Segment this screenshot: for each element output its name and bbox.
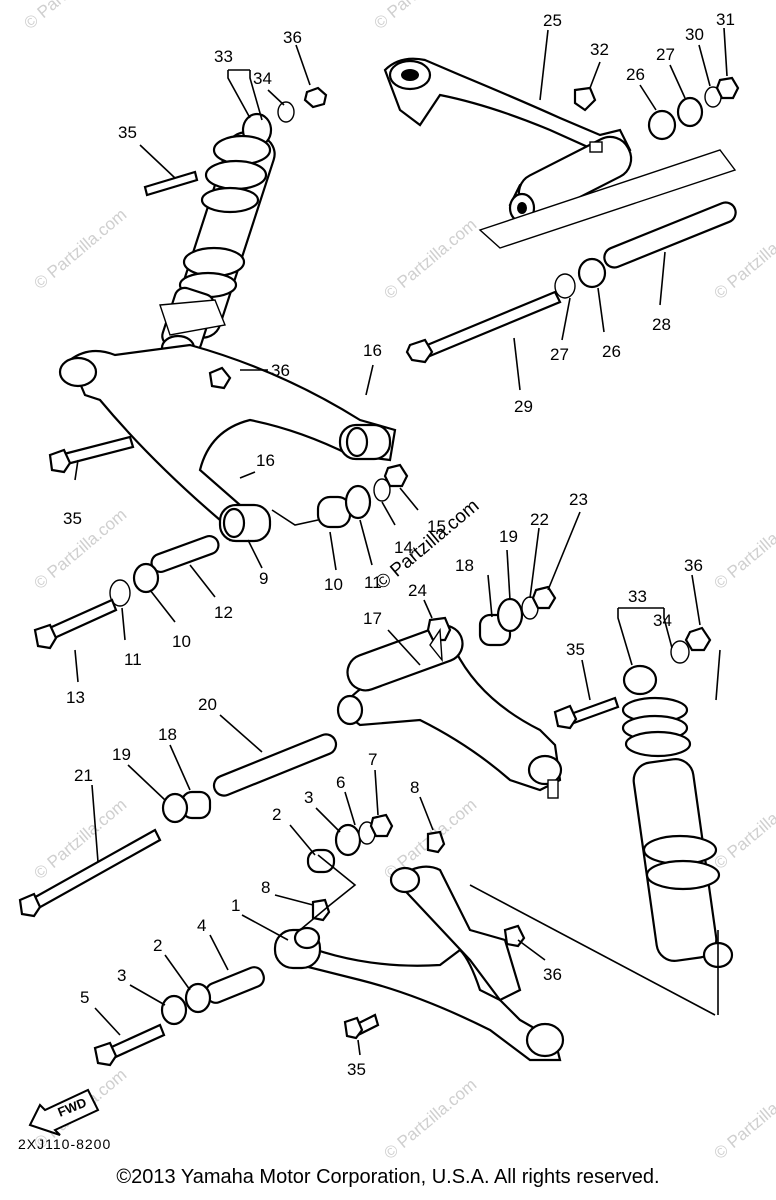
callout-25: 25 bbox=[543, 11, 562, 30]
callout-13: 13 bbox=[66, 688, 85, 707]
callout-33: 33 bbox=[214, 47, 233, 66]
watermark: © Partzilla.com bbox=[380, 215, 480, 303]
callout-36: 36 bbox=[283, 28, 302, 47]
watermark: © Partzilla.com bbox=[710, 215, 776, 303]
callout-35c: 35 bbox=[566, 640, 585, 659]
callout-34b: 34 bbox=[653, 611, 672, 630]
callout-numbers: 33 34 36 35 25 32 26 27 30 31 28 27 26 2… bbox=[63, 10, 735, 1079]
callout-15: 15 bbox=[427, 517, 446, 536]
callout-35b: 35 bbox=[63, 509, 82, 528]
watermark: © Partzilla.com bbox=[30, 205, 130, 293]
callout-3: 3 bbox=[304, 788, 313, 807]
shaft-20-bolt-21 bbox=[18, 733, 338, 918]
callout-33b: 33 bbox=[628, 587, 647, 606]
callout-17: 17 bbox=[363, 609, 382, 628]
watermark: © Partzilla.com bbox=[710, 505, 776, 593]
callout-8: 8 bbox=[410, 778, 419, 797]
callout-29: 29 bbox=[514, 397, 533, 416]
callout-22: 22 bbox=[530, 510, 549, 529]
callout-36c: 36 bbox=[684, 556, 703, 575]
diagram-code: 2XJ110-8200 bbox=[18, 1136, 112, 1152]
callout-19b: 19 bbox=[112, 745, 131, 764]
callout-31: 31 bbox=[716, 10, 735, 29]
callout-34: 34 bbox=[253, 69, 272, 88]
callout-10b: 10 bbox=[172, 632, 191, 651]
callout-35: 35 bbox=[118, 123, 137, 142]
callout-30: 30 bbox=[685, 25, 704, 44]
callout-7: 7 bbox=[368, 750, 377, 769]
callout-28: 28 bbox=[652, 315, 671, 334]
watermark: © Partzilla.com bbox=[380, 1075, 480, 1163]
center-watermark: © Partzilla.com bbox=[372, 495, 484, 593]
callout-5: 5 bbox=[80, 988, 89, 1007]
callout-18: 18 bbox=[455, 556, 474, 575]
callout-36b: 36 bbox=[271, 361, 290, 380]
callout-10: 10 bbox=[324, 575, 343, 594]
callout-36d: 36 bbox=[543, 965, 562, 984]
callout-9: 9 bbox=[259, 569, 268, 588]
callout-18b: 18 bbox=[158, 725, 177, 744]
callout-24: 24 bbox=[408, 581, 427, 600]
callout-32: 32 bbox=[590, 40, 609, 59]
copyright-notice: ©2013 Yamaha Motor Corporation, U.S.A. A… bbox=[116, 1166, 660, 1188]
callout-21: 21 bbox=[74, 766, 93, 785]
watermark: © Partzilla.com bbox=[20, 0, 120, 33]
watermark: © Partzilla.com bbox=[710, 785, 776, 873]
callout-1: 1 bbox=[231, 896, 240, 915]
callout-8b: 8 bbox=[261, 878, 270, 897]
bushings-10-15 bbox=[33, 463, 409, 650]
upper-arm-17 bbox=[336, 585, 563, 799]
callout-11: 11 bbox=[364, 573, 382, 592]
callout-14: 14 bbox=[394, 538, 413, 557]
watermark: © Partzilla.com bbox=[30, 795, 130, 883]
callout-16b: 16 bbox=[256, 451, 275, 470]
callout-3b: 3 bbox=[117, 966, 126, 985]
callout-2: 2 bbox=[272, 805, 281, 824]
callout-2b: 2 bbox=[153, 936, 162, 955]
callout-26b: 26 bbox=[602, 342, 621, 361]
upper-arm-25 bbox=[383, 57, 740, 249]
callout-26: 26 bbox=[626, 65, 645, 84]
callout-6: 6 bbox=[336, 773, 345, 792]
callout-16: 16 bbox=[363, 341, 382, 360]
shaft-28-bolt-29 bbox=[405, 201, 737, 364]
callout-23: 23 bbox=[569, 490, 588, 509]
callout-20: 20 bbox=[198, 695, 217, 714]
callout-35d: 35 bbox=[347, 1060, 366, 1079]
lower-arm-1 bbox=[93, 813, 565, 1067]
leader-lines bbox=[74, 27, 728, 1056]
callout-19: 19 bbox=[499, 527, 518, 546]
callout-27b: 27 bbox=[550, 345, 569, 364]
front-shock-absorber-lower bbox=[553, 626, 734, 969]
callout-12: 12 bbox=[214, 603, 233, 622]
callout-27: 27 bbox=[656, 45, 675, 64]
lower-arm-9 bbox=[48, 299, 397, 543]
callout-11b: 11 bbox=[124, 650, 142, 669]
callout-4: 4 bbox=[197, 916, 206, 935]
watermark: © Partzilla.com bbox=[710, 1075, 776, 1163]
watermark: © Partzilla.com bbox=[370, 0, 470, 33]
